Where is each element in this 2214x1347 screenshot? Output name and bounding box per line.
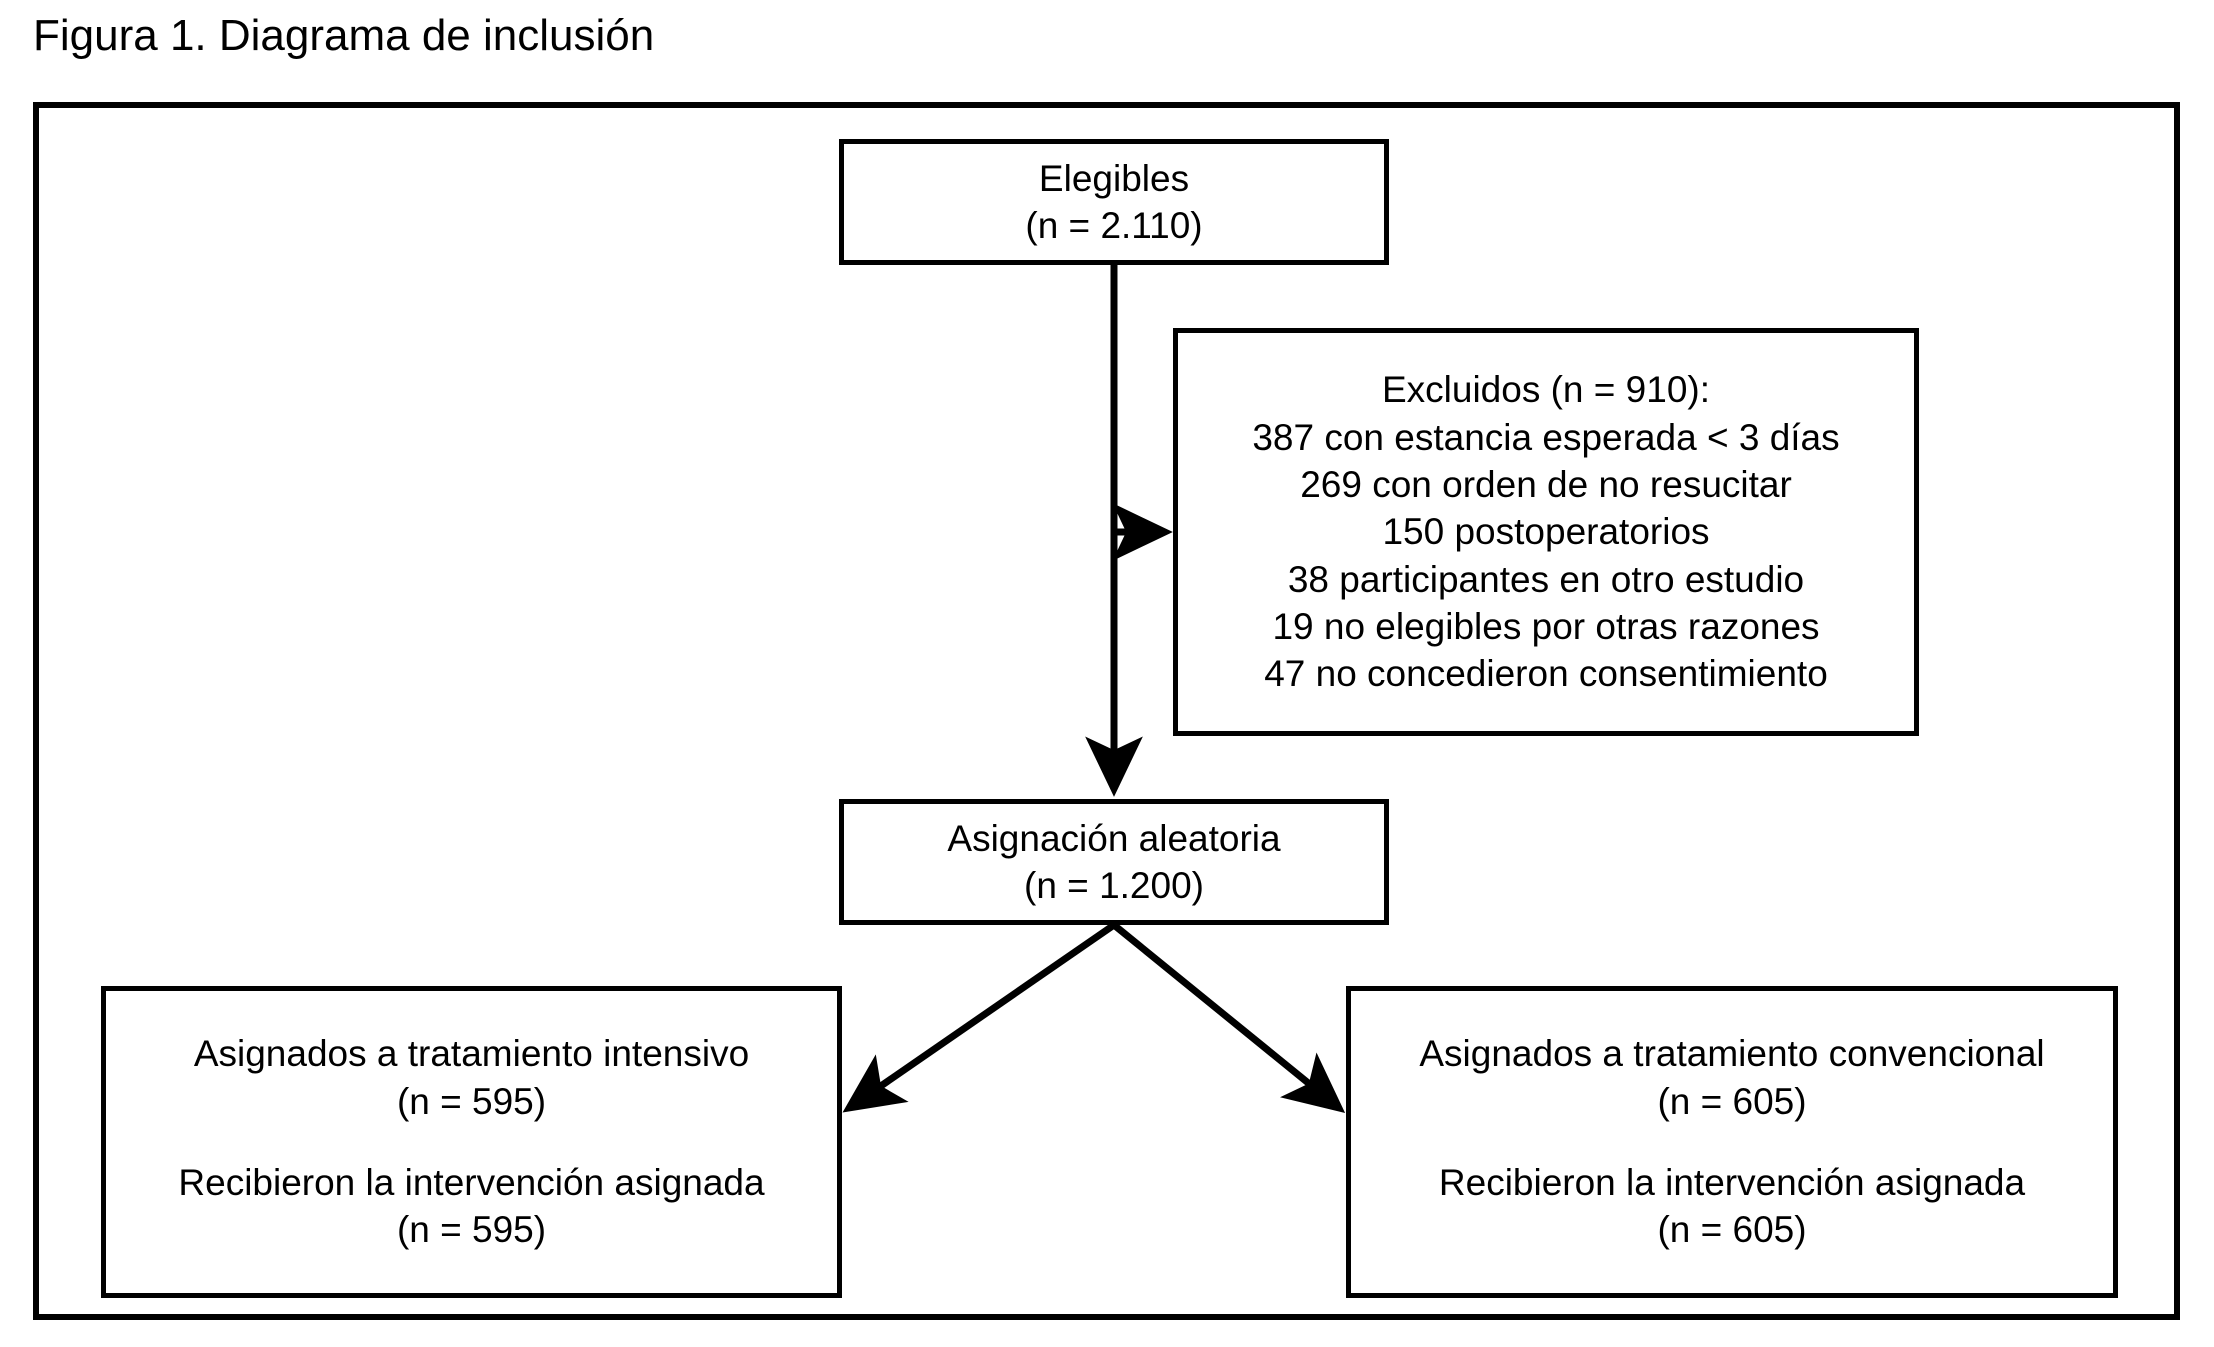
node-arm-intensive-line-4: (n = 595) — [396, 1209, 547, 1251]
node-arm-conventional-line-2: (n = 605) — [1657, 1080, 1807, 1122]
diagram-frame: Elegibles (n = 2.110) Excluidos (n = 910… — [33, 102, 2180, 1320]
node-arm-conventional-line-4: (n = 605) — [1657, 1209, 1807, 1251]
node-randomized-line-1: Asignación aleatoria — [947, 817, 1281, 859]
node-arm-conventional-line-1: Asignados a tratamiento convencional — [1419, 1033, 2045, 1075]
node-eligible: Elegibles (n = 2.110) — [839, 139, 1389, 265]
node-eligible-line-1: Elegibles — [1038, 157, 1190, 199]
node-excluded-line-5: 38 participantes en otro estudio — [1287, 558, 1805, 600]
edge-randomized-to-arm-right — [1111, 922, 1346, 1113]
node-arm-intensive: Asignados a tratamiento intensivo (n = 5… — [101, 986, 842, 1298]
figure-title: Figura 1. Diagrama de inclusión — [33, 11, 655, 60]
node-arm-intensive-line-3: Recibieron la intervención asignada — [178, 1162, 765, 1203]
node-excluded-line-4: 150 postoperatorios — [1382, 511, 1710, 553]
node-excluded-line-6: 19 no elegibles por otras razones — [1272, 606, 1820, 648]
node-arm-intensive-line-2: (n = 595) — [396, 1080, 547, 1122]
edge-randomized-to-arm-left — [842, 922, 1116, 1113]
node-excluded-line-7: 47 no concedieron consentimiento — [1264, 653, 1828, 695]
node-excluded-line-1: Excluidos (n = 910): — [1381, 369, 1711, 411]
node-eligible-line-2: (n = 2.110) — [1025, 205, 1203, 246]
node-randomized: Asignación aleatoria (n = 1.200) — [839, 799, 1389, 925]
node-excluded-line-3: 269 con orden de no resucitar — [1300, 463, 1792, 505]
node-arm-intensive-line-1: Asignados a tratamiento intensivo — [193, 1033, 750, 1075]
node-arm-conventional-line-3: Recibieron la intervención asignada — [1438, 1162, 2026, 1203]
node-arm-conventional: Asignados a tratamiento convencional (n … — [1346, 986, 2118, 1298]
node-randomized-line-2: (n = 1.200) — [1024, 865, 1204, 906]
node-excluded-line-2: 387 con estancia esperada < 3 días — [1252, 416, 1840, 458]
node-excluded: Excluidos (n = 910): 387 con estancia es… — [1173, 328, 1919, 736]
